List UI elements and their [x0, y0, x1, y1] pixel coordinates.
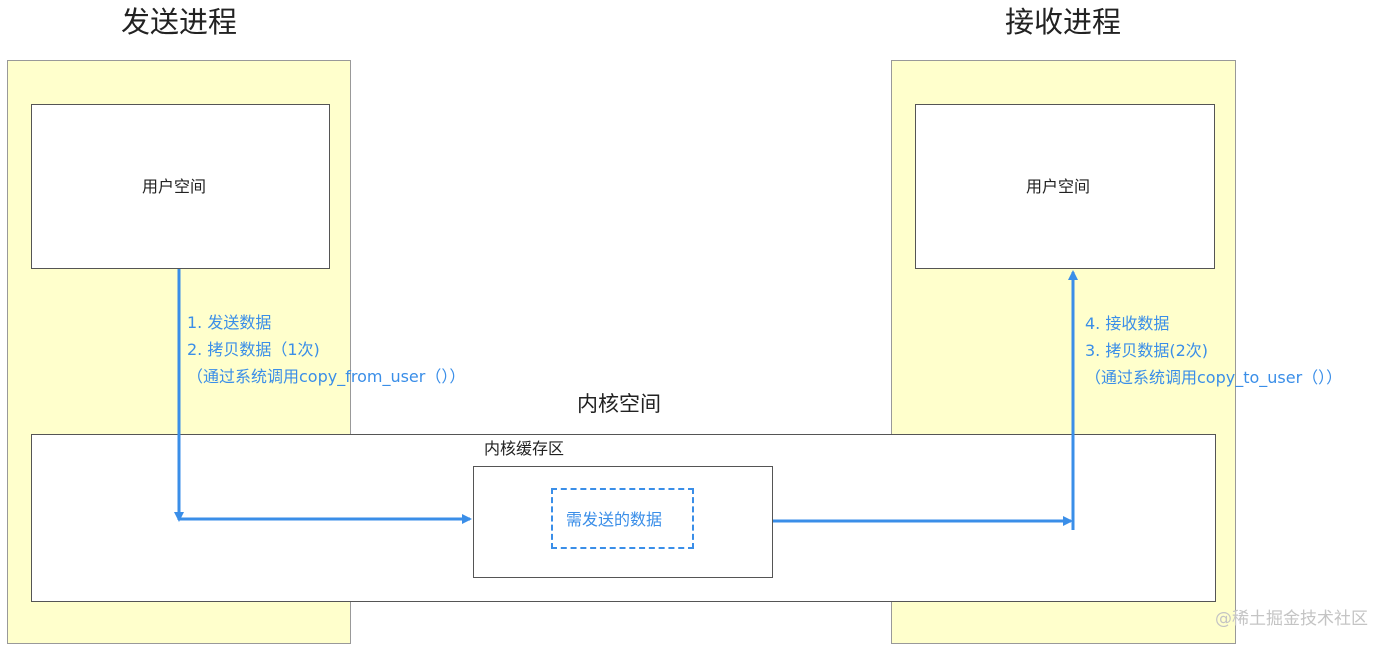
sender-step-2: 2. 拷贝数据（1次) [187, 340, 320, 359]
watermark: @稀土掘金技术社区 [1215, 609, 1368, 629]
sender-step-note: （通过系统调用copy_from_user（）） [187, 367, 466, 386]
sender-user-space-box [31, 104, 330, 269]
sender-step-1: 1. 发送数据 [187, 313, 272, 332]
sender-process-title: 发送进程 [121, 5, 238, 39]
data-to-send-box [551, 488, 694, 549]
receiver-process-title: 接收进程 [1005, 5, 1122, 39]
receiver-step-4: 4. 接收数据 [1085, 314, 1170, 333]
receiver-step-3: 3. 拷贝数据(2次) [1085, 341, 1209, 360]
receiver-step-note: （通过系统调用copy_to_user（）） [1085, 368, 1343, 387]
kernel-buffer-label: 内核缓存区 [484, 439, 565, 458]
receiver-user-space-box [915, 104, 1215, 269]
data-to-send-label: 需发送的数据 [566, 510, 663, 529]
receiver-user-space-label: 用户空间 [1026, 177, 1091, 196]
sender-user-space-label: 用户空间 [142, 177, 207, 196]
kernel-space-label: 内核空间 [577, 392, 661, 416]
